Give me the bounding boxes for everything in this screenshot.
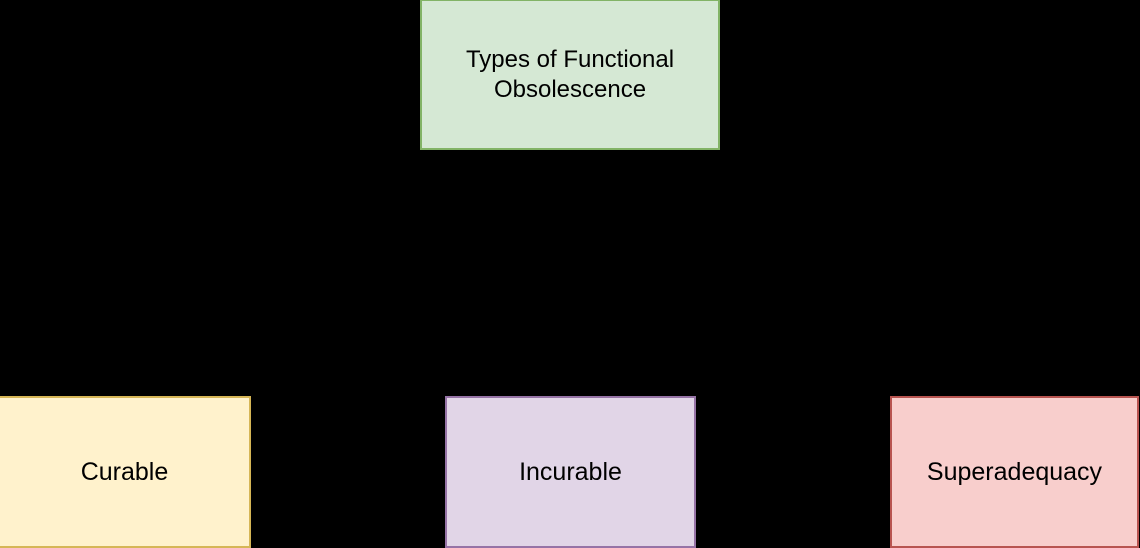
node-types-of-functional-obsolescence[interactable]: Types of Functional Obsolescence <box>420 0 720 150</box>
node-curable[interactable]: Curable <box>0 396 251 548</box>
node-root-label: Types of Functional Obsolescence <box>465 46 675 103</box>
edge-root-to-superadequacy <box>568 150 1014 390</box>
node-incurable[interactable]: Incurable <box>445 396 696 548</box>
node-incurable-label: Incurable <box>519 457 622 486</box>
node-curable-label: Curable <box>80 457 169 486</box>
node-superadequacy[interactable]: Superadequacy <box>890 396 1139 548</box>
node-superadequacy-label: Superadequacy <box>926 457 1103 486</box>
edge-root-to-curable <box>118 150 570 390</box>
